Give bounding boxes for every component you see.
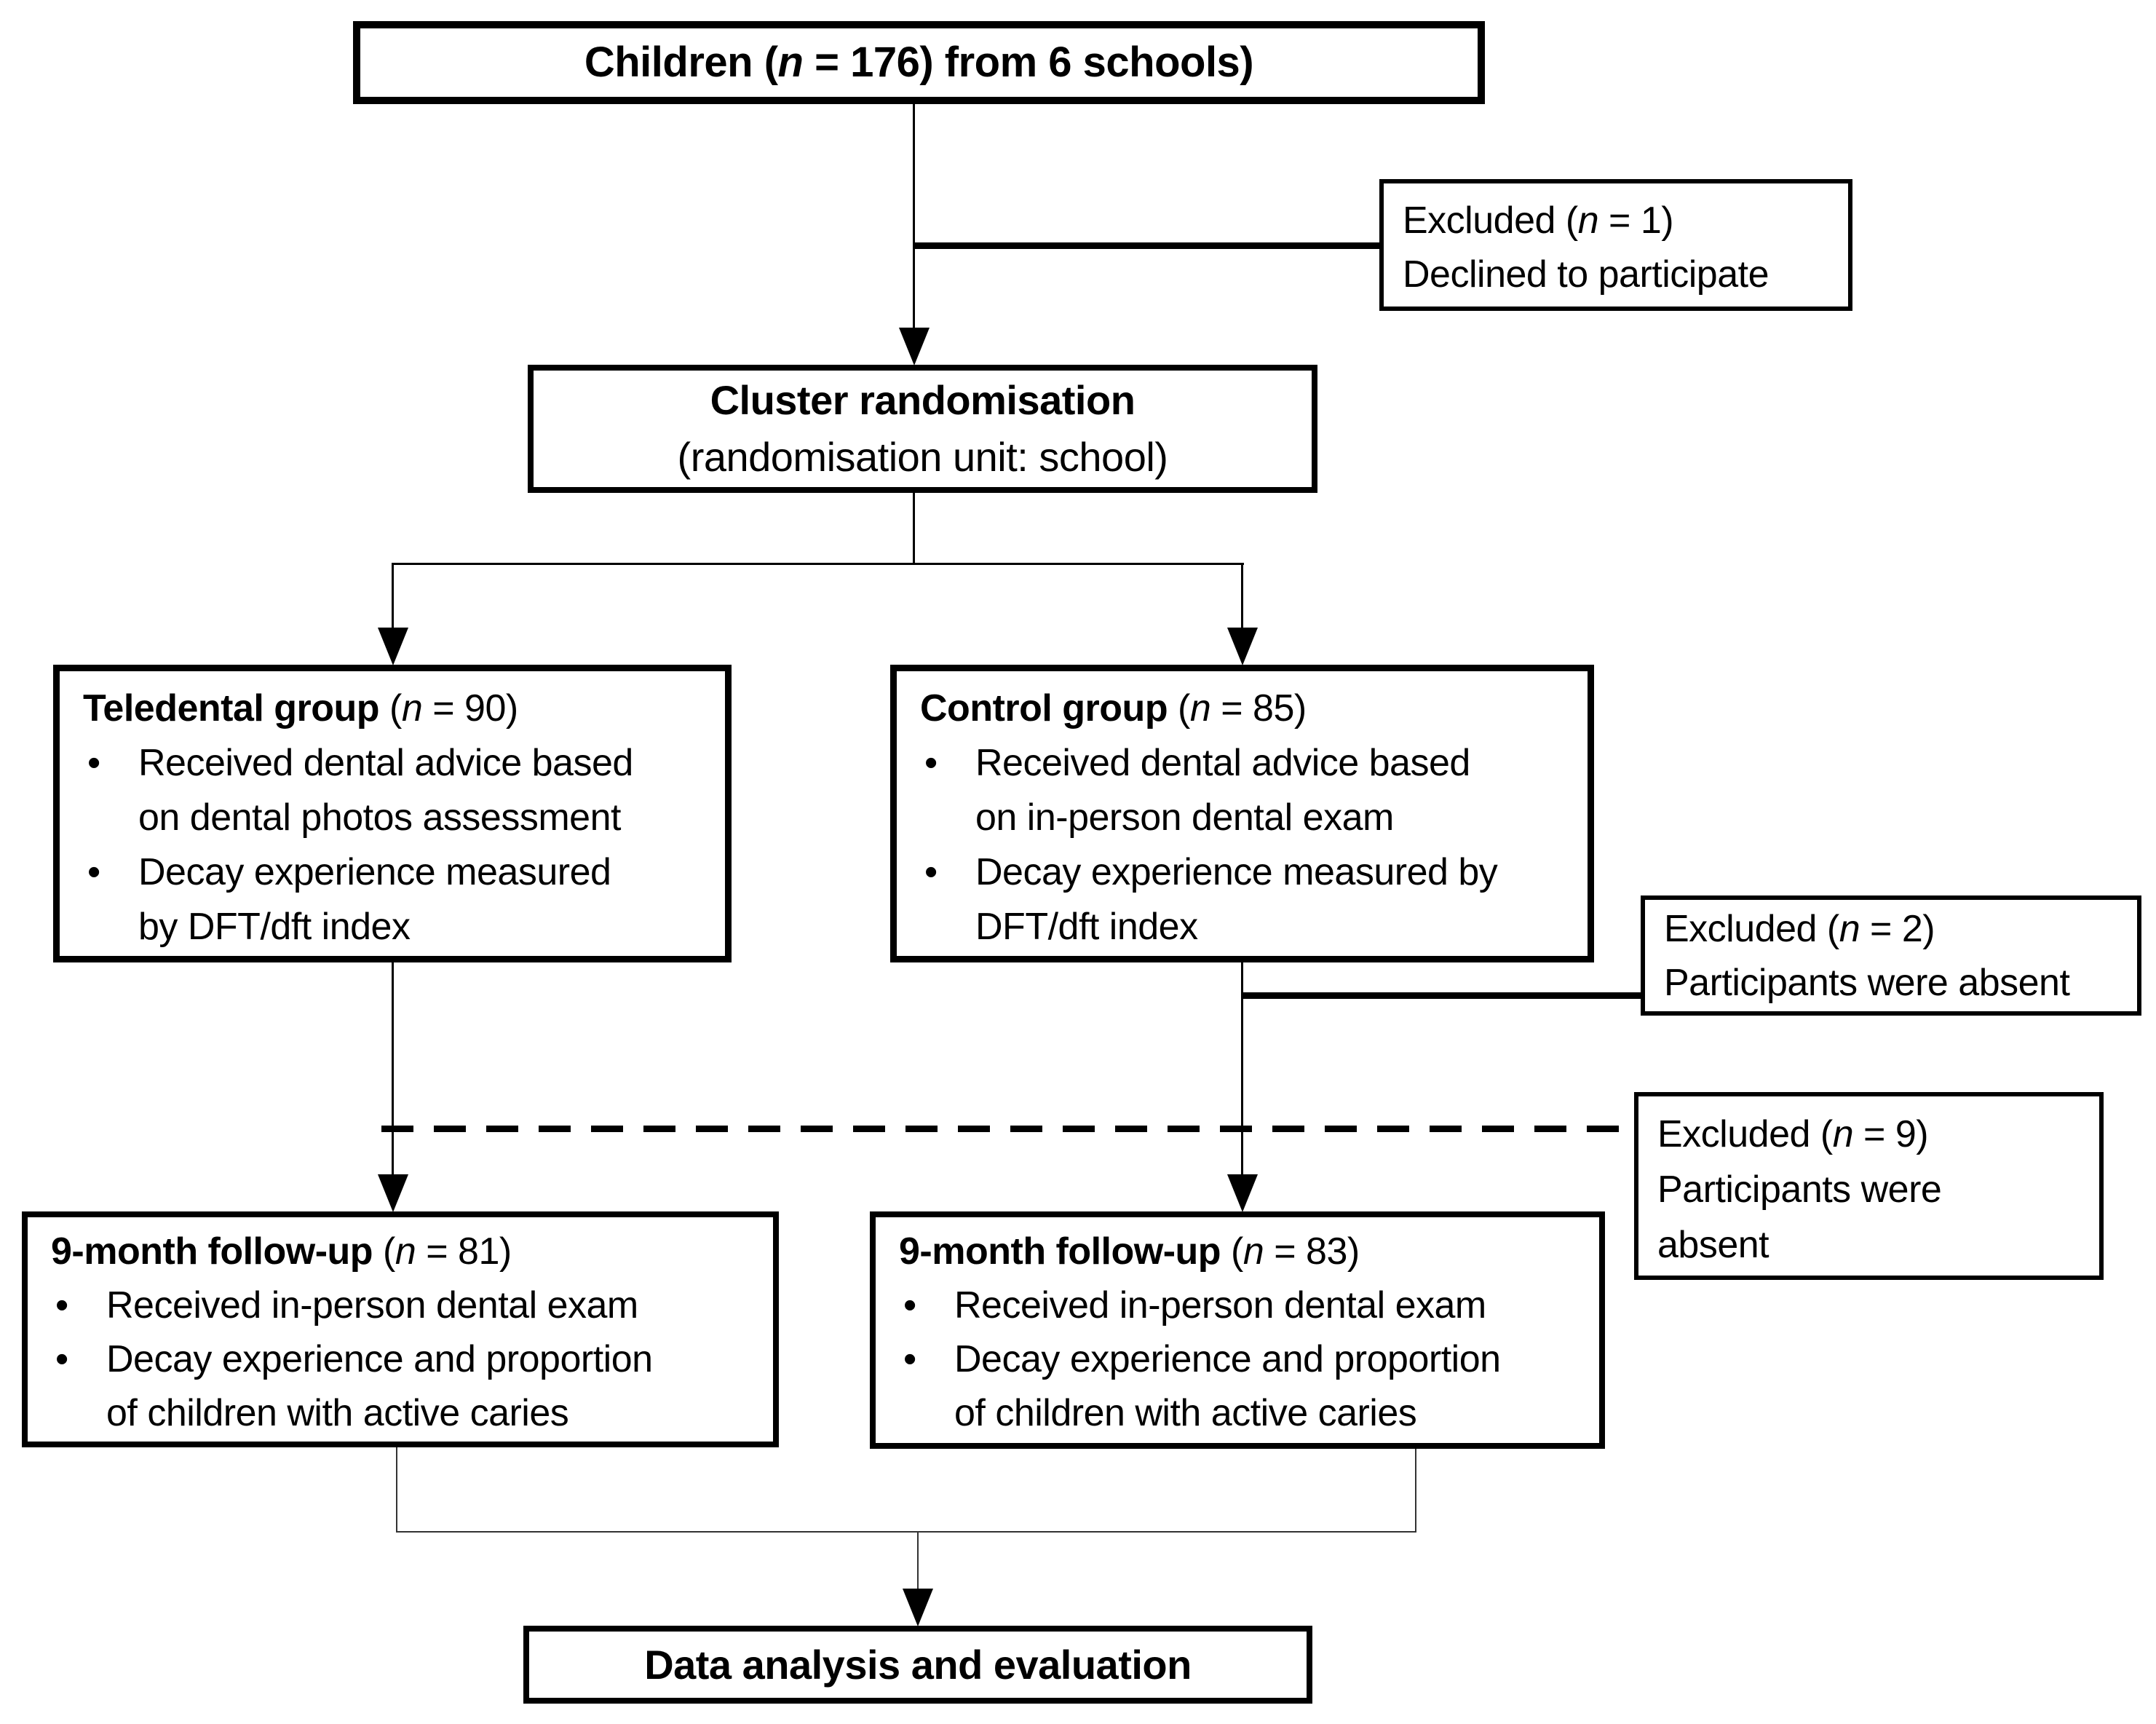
connector-control-to-followup (1241, 962, 1243, 1175)
bullet-marker: • (55, 1338, 68, 1380)
connector-split-to-teledental (392, 563, 394, 628)
control-bullet-1: • Received dental advice based on in-per… (897, 736, 1588, 845)
excluded-absent-2-text: Excluded (n = 2) Participants were absen… (1664, 907, 2070, 1004)
connector-split-to-control (1241, 563, 1243, 628)
bullet-marker: • (903, 1284, 916, 1326)
randomisation-title: Cluster randomisation (710, 377, 1136, 423)
followup-control-box: 9-month follow-up (n = 83) • Received in… (870, 1211, 1605, 1449)
analysis-title: Data analysis and evaluation (644, 1641, 1192, 1688)
bullet-marker: • (903, 1338, 916, 1380)
arrow-into-control-group (1227, 628, 1258, 665)
randomisation-box: Cluster randomisation (randomisation uni… (528, 365, 1317, 493)
enrollment-text: Children (n = 176) from 6 schools) (584, 39, 1254, 86)
control-group-box: Control group (n = 85) • Received dental… (890, 665, 1594, 962)
connector-merge-horizontal (396, 1531, 1416, 1533)
connector-randomisation-out (913, 493, 915, 565)
excluded-absent-2-box: Excluded (n = 2) Participants were absen… (1641, 895, 2141, 1016)
arrow-into-teledental-group (378, 628, 408, 665)
excluded-absent-9-box: Excluded (n = 9) Participants were absen… (1634, 1092, 2104, 1280)
teledental-group-box: Teledental group (n = 90) • Received den… (53, 665, 732, 962)
followup-control-bullet-1: • Received in-person dental exam (876, 1278, 1599, 1332)
excluded-declined-text: Excluded (n = 1) Declined to participate (1403, 199, 1769, 296)
connector-to-excluded-absent-2 (1241, 992, 1641, 999)
followup-teledental-box: 9-month follow-up (n = 81) • Received in… (22, 1211, 779, 1447)
followup-control-bullet-2: • Decay experience and proportion of chi… (876, 1332, 1599, 1440)
followup-teledental-bullet-2: • Decay experience and proportion of chi… (28, 1332, 773, 1440)
control-bullet-2: • Decay experience measured by DFT/dft i… (897, 845, 1588, 954)
connector-enrollment-to-randomisation (913, 104, 915, 328)
arrow-into-analysis (903, 1589, 933, 1626)
excluded-declined-box: Excluded (n = 1) Declined to participate (1379, 179, 1852, 311)
followup-teledental-title: 9-month follow-up (n = 81) (51, 1230, 512, 1273)
arrow-into-followup-teledental (378, 1174, 408, 1212)
bullet-marker: • (924, 851, 938, 893)
randomisation-subtitle: (randomisation unit: school) (677, 434, 1168, 480)
teledental-bullet-1: • Received dental advice based on dental… (60, 736, 725, 845)
connector-followup-teledental-out (396, 1447, 397, 1531)
connector-to-excluded-declined (913, 242, 1379, 249)
teledental-bullet-2: • Decay experience measured by DFT/dft i… (60, 845, 725, 954)
dashed-exclusion-line (381, 1126, 1634, 1132)
bullet-marker: • (87, 851, 100, 893)
followup-control-title: 9-month follow-up (n = 83) (899, 1230, 1360, 1273)
connector-merge-to-analysis (917, 1531, 919, 1589)
connector-followup-control-out (1415, 1449, 1416, 1531)
arrow-into-followup-control (1227, 1174, 1258, 1212)
analysis-box: Data analysis and evaluation (523, 1626, 1312, 1704)
control-group-title: Control group (n = 85) (920, 687, 1307, 729)
bullet-marker: • (55, 1284, 68, 1326)
connector-teledental-to-followup (392, 962, 394, 1175)
followup-teledental-bullet-1: • Received in-person dental exam (28, 1278, 773, 1332)
connector-split-horizontal (392, 563, 1244, 565)
teledental-group-title: Teledental group (n = 90) (83, 687, 518, 729)
arrow-into-randomisation (899, 328, 930, 365)
excluded-absent-9-text: Excluded (n = 9) Participants were absen… (1657, 1113, 1942, 1266)
bullet-marker: • (924, 742, 938, 784)
enrollment-box: Children (n = 176) from 6 schools) (353, 21, 1485, 104)
bullet-marker: • (87, 742, 100, 784)
